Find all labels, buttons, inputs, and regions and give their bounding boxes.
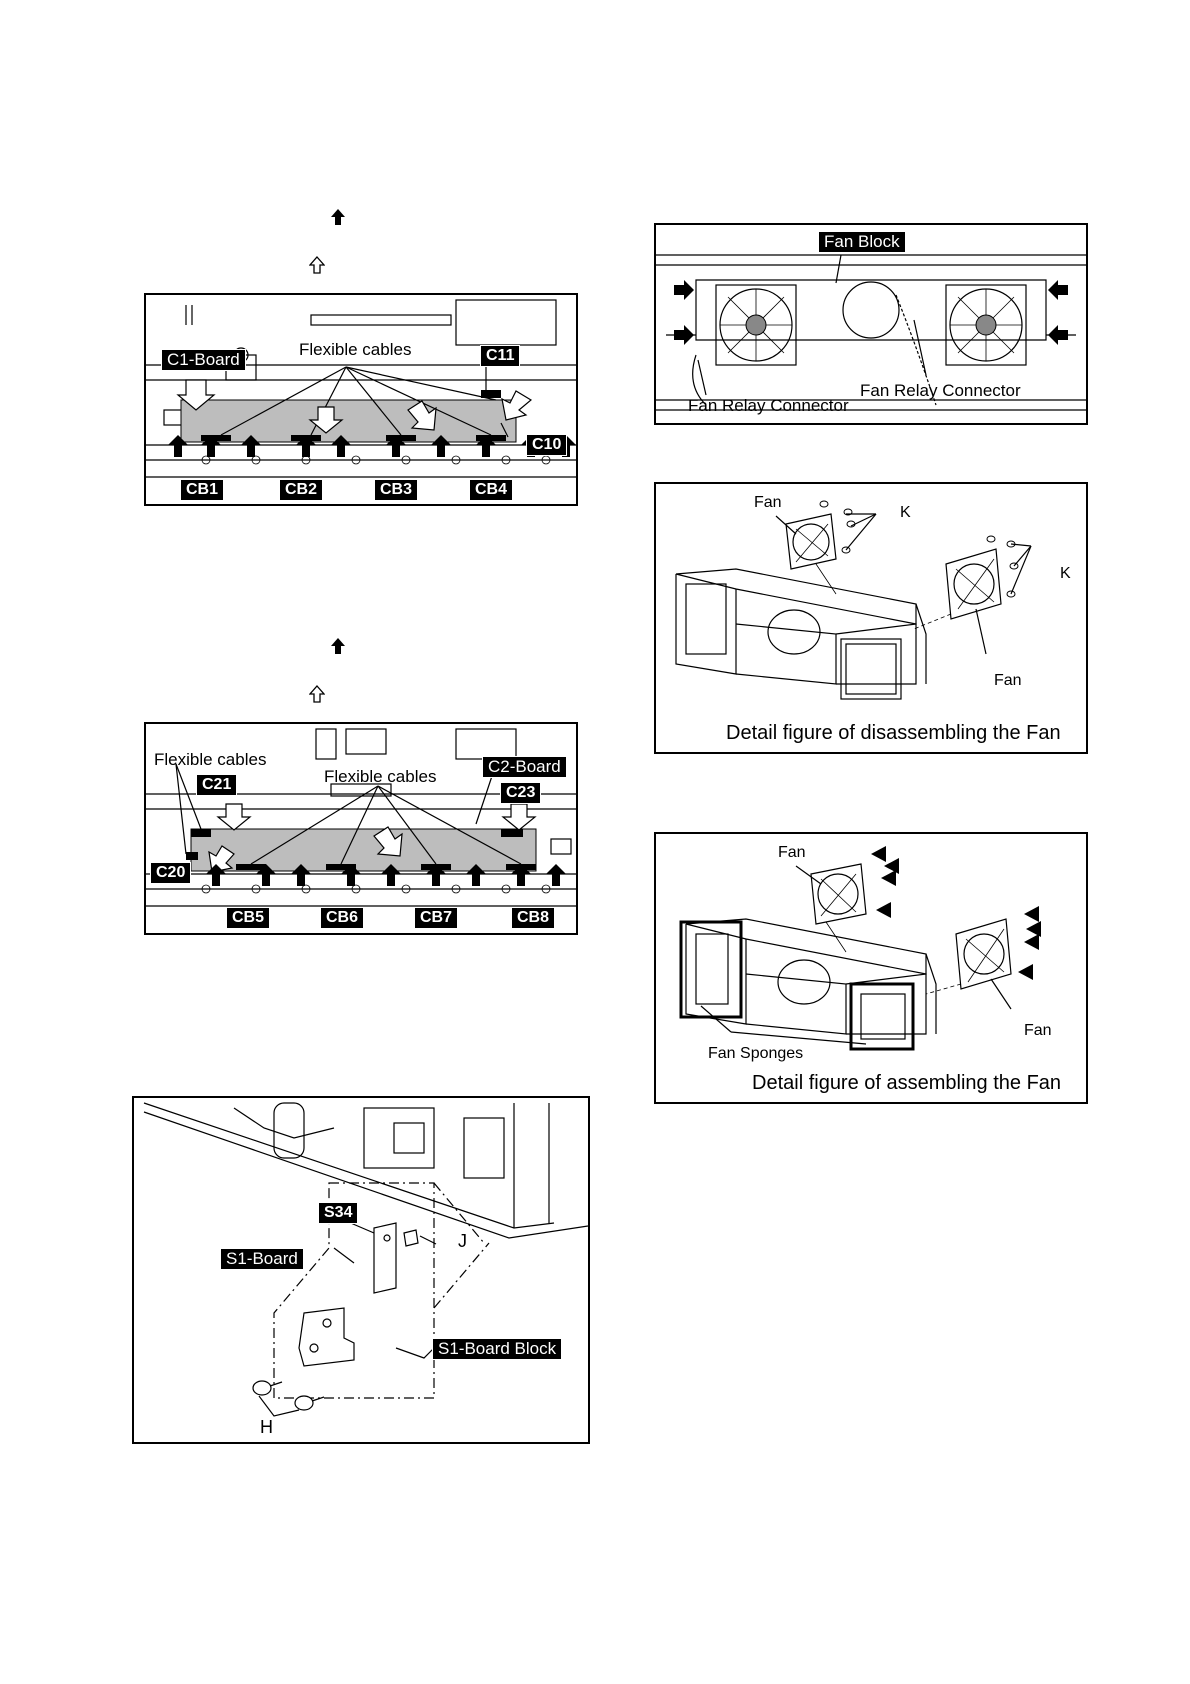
c23-tag: C23 — [500, 782, 542, 804]
c21-tag: C21 — [196, 774, 238, 796]
outline-arrow-icon — [309, 685, 325, 703]
c1-board-tag: C1-Board — [161, 349, 246, 371]
cb2-tag: CB2 — [279, 479, 324, 501]
filled-arrow-icon — [331, 209, 345, 225]
fan-disassembly-figure: Fan K K Fan Detail figure of disassembli… — [654, 482, 1088, 754]
s1-board-block-tag: S1-Board Block — [432, 1338, 563, 1360]
cb3-tag: CB3 — [374, 479, 419, 501]
assembly-caption: Detail figure of assembling the Fan — [752, 1072, 1062, 1094]
disassembly-caption: Detail figure of disassembling the Fan — [726, 722, 1061, 744]
cb5-tag: CB5 — [226, 907, 271, 929]
s1-board-tag: S1-Board — [220, 1248, 304, 1270]
cb7-tag: CB7 — [414, 907, 459, 929]
c20-tag: C20 — [150, 862, 192, 884]
screw-h-label: H — [260, 1417, 273, 1437]
screw-k-right-label: K — [1060, 565, 1071, 582]
filled-arrow-icon — [331, 638, 345, 654]
cb1-tag: CB1 — [180, 479, 225, 501]
c2-board-drawing — [146, 728, 576, 907]
cb6-tag: CB6 — [320, 907, 365, 929]
c1-board-figure: C1-Board Flexible cables C11 C10 CB1 CB2… — [144, 293, 578, 506]
fan-block-figure: Fan Block Fan Relay Connector Fan Relay … — [654, 223, 1088, 425]
c11-tag: C11 — [480, 345, 521, 367]
fan-assembly-figure: Fan Fan Fan Sponges Detail figure of ass… — [654, 832, 1088, 1104]
fan-top-label: Fan — [778, 844, 806, 861]
s1-board-drawing — [143, 1102, 588, 1417]
fan-block-drawing — [656, 254, 1086, 411]
screw-j-label: J — [458, 1231, 467, 1251]
fan-relay-connector-left-label: Fan Relay Connector — [688, 396, 849, 415]
cb8-tag: CB8 — [511, 907, 556, 929]
c2-board-figure: Flexible cables Flexible cables C21 C2-B… — [144, 722, 578, 935]
fan-block-tag: Fan Block — [818, 231, 906, 253]
fan-disassembly-drawing — [675, 500, 1032, 700]
fan-bottom-label: Fan — [1024, 1022, 1052, 1039]
flexible-cables-center-label: Flexible cables — [324, 767, 437, 786]
c1-board-drawing — [146, 299, 576, 478]
cb4-tag: CB4 — [469, 479, 514, 501]
flexible-cables-label: Flexible cables — [299, 340, 412, 359]
outline-arrow-icon — [309, 256, 325, 274]
screw-k-top-label: K — [900, 504, 911, 521]
s34-tag: S34 — [318, 1202, 359, 1224]
flexible-cables-left-label: Flexible cables — [154, 750, 267, 769]
c2-board-tag: C2-Board — [482, 756, 567, 778]
fan-bottom-label: Fan — [994, 672, 1022, 689]
fan-relay-connector-right-label: Fan Relay Connector — [860, 381, 1021, 400]
fan-top-label: Fan — [754, 494, 782, 511]
c10-tag: C10 — [526, 434, 568, 456]
fan-assembly-drawing — [679, 846, 1041, 1051]
fan-sponges-label: Fan Sponges — [708, 1045, 804, 1062]
s1-board-figure: S34 S1-Board S1-Board Block J H — [132, 1096, 590, 1444]
